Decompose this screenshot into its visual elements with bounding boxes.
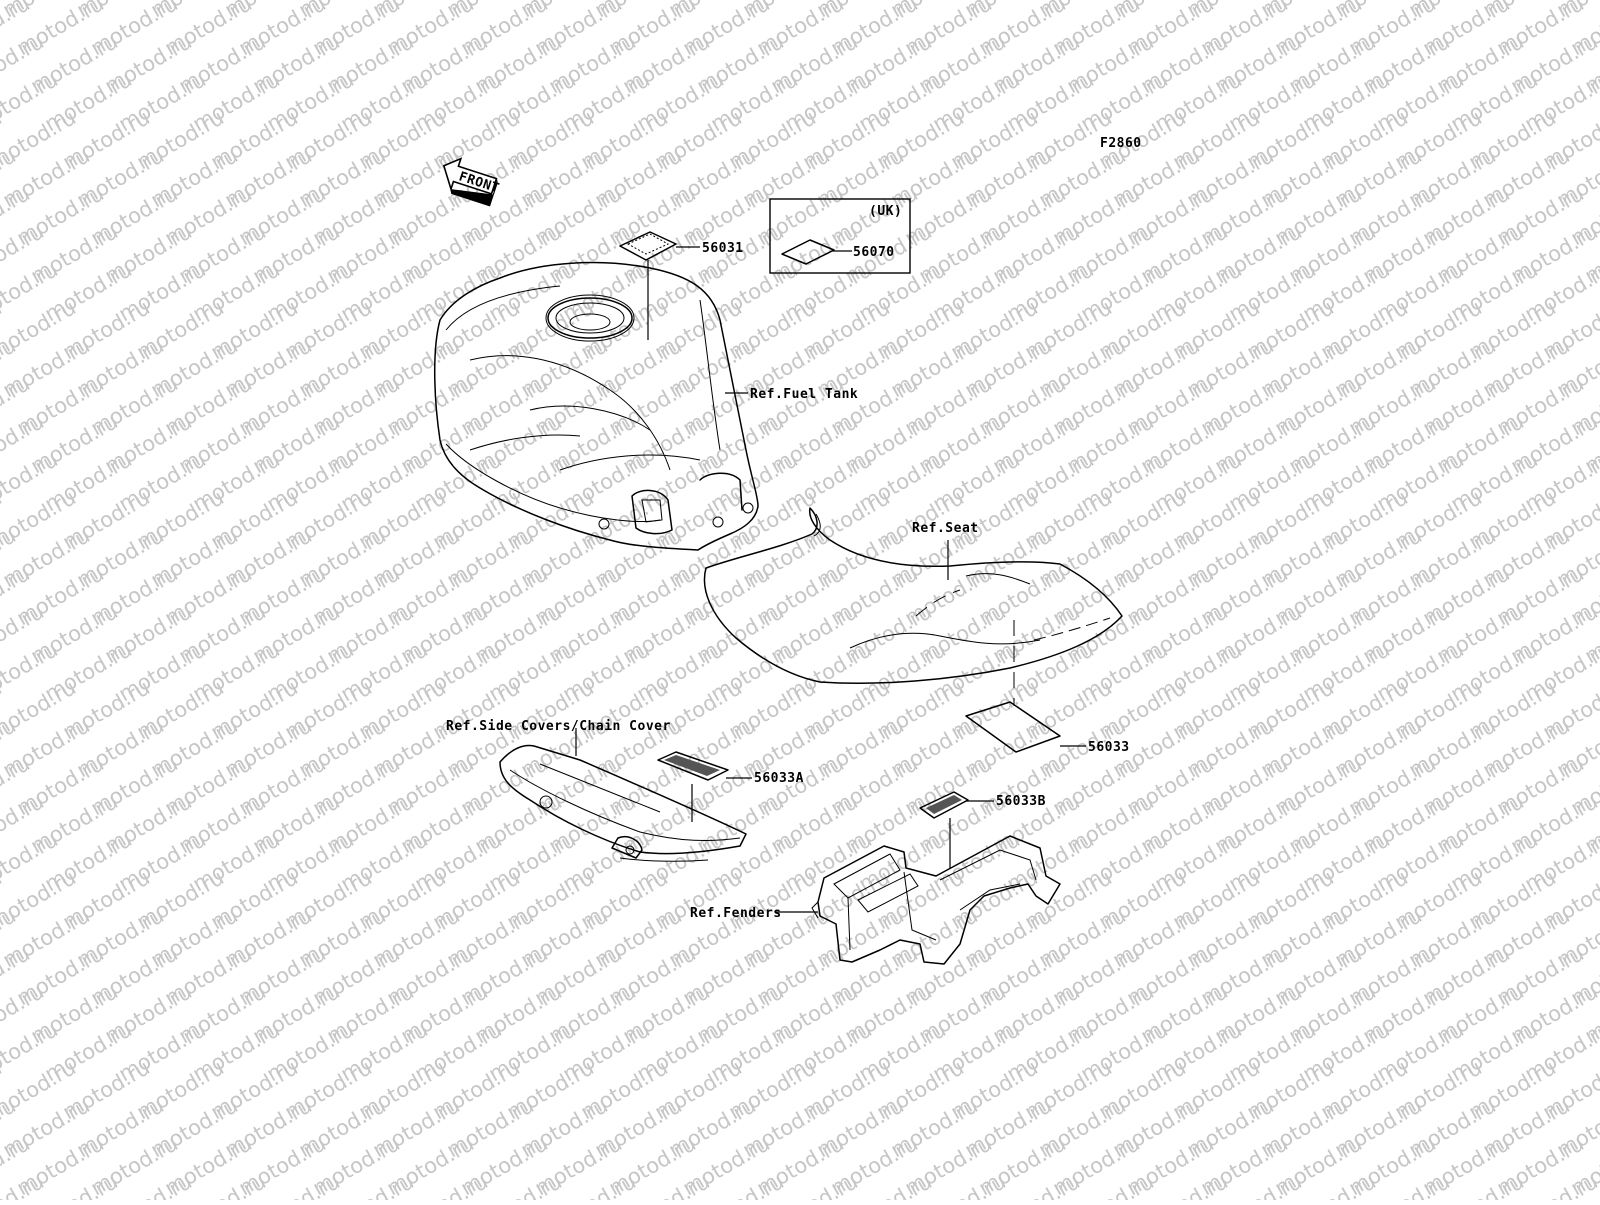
part-number-56033: 56033	[1088, 740, 1130, 755]
figure-code: F2860	[1100, 136, 1142, 151]
uk-region-label: (UK)	[869, 204, 902, 219]
ref-fenders-label: Ref.Fenders	[690, 906, 782, 921]
part-number-56033b: 56033B	[996, 794, 1046, 809]
ref-seat-label: Ref.Seat	[912, 521, 979, 536]
ref-side-covers-label: Ref.Side Covers/Chain Cover	[446, 719, 671, 734]
part-number-56070: 56070	[853, 245, 895, 260]
ref-fuel-tank-label: Ref.Fuel Tank	[750, 387, 858, 402]
part-number-56033a: 56033A	[754, 771, 804, 786]
part-number-56031: 56031	[702, 241, 744, 256]
